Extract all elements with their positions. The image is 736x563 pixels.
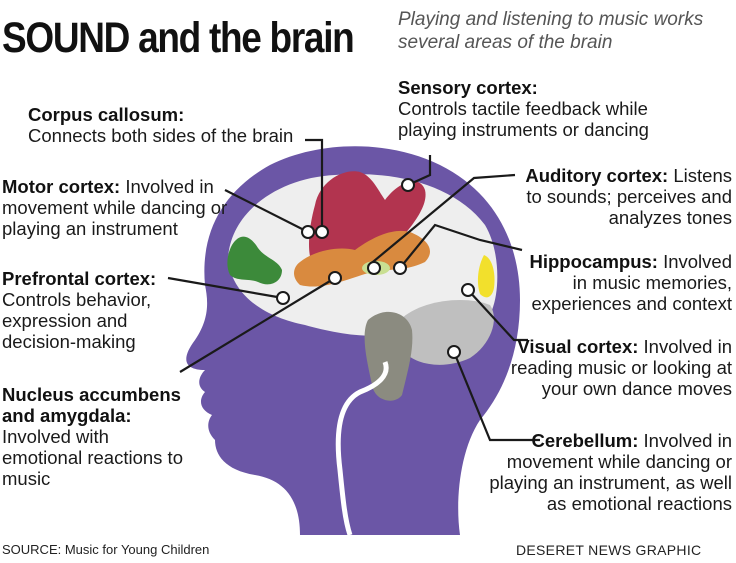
label-nucleus-accumbens: Nucleus accumbens and amygdala: Involved… [2,384,192,489]
auditory-cortex-region [294,230,430,287]
label-name: Hippocampus: [529,251,658,272]
brainstem-region [364,311,413,401]
label-desc: Connects both sides of the brain [28,125,294,146]
label-name: Auditory cortex: [525,165,669,186]
label-name: Cerebellum: [531,430,639,451]
label-hippocampus: Hippocampus: Involved in music memories,… [522,251,732,314]
label-name: Nucleus accumbens and amygdala: [2,384,181,426]
label-desc: Involved in movement while dancing or pl… [2,176,228,239]
label-name: Prefrontal cortex: [2,268,157,289]
label-motor-cortex: Motor cortex: Involved in movement while… [2,176,234,239]
page-title: SOUND and the brain [2,14,355,62]
label-sensory-cortex: Sensory cortex: Controls tactile feedbac… [398,77,668,140]
label-corpus-callosum: Corpus callosum: Connects both sides of … [28,104,308,146]
label-desc: Listens to sounds; perceives and analyze… [526,165,732,228]
label-desc: Involved with emotional reactions to mus… [2,426,183,489]
leader-lines [167,138,540,442]
label-prefrontal-cortex: Prefrontal cortex: Controls behavior, ex… [2,268,177,352]
label-name: Corpus callosum: [28,104,185,125]
label-desc: Controls tactile feedback while playing … [398,98,649,140]
label-desc: Involved in reading music or looking at … [510,336,732,399]
visual-cortex-region [477,255,495,298]
label-visual-cortex: Visual cortex: Involved in reading music… [504,336,732,399]
prefrontal-cortex-region [227,236,282,285]
label-auditory-cortex: Auditory cortex: Listens to sounds; perc… [510,165,732,228]
cerebellum-region [397,300,494,365]
subtitle: Playing and listening to music works sev… [398,9,704,53]
label-desc: Controls behavior, expression and decisi… [2,289,152,352]
leader-dots [276,178,475,359]
label-name: Motor cortex: [2,176,121,197]
label-name: Visual cortex: [517,336,639,357]
label-desc: Involved in music memories, experiences … [531,251,732,314]
credit-line: DESERET NEWS GRAPHIC [516,542,702,558]
spinal-cord [335,361,389,536]
label-desc: Involved in movement while dancing or pl… [489,430,732,514]
label-name: Sensory cortex: [398,77,538,98]
label-cerebellum: Cerebellum: Involved in movement while d… [478,430,732,514]
source-note: SOURCE: Music for Young Children [2,542,210,557]
